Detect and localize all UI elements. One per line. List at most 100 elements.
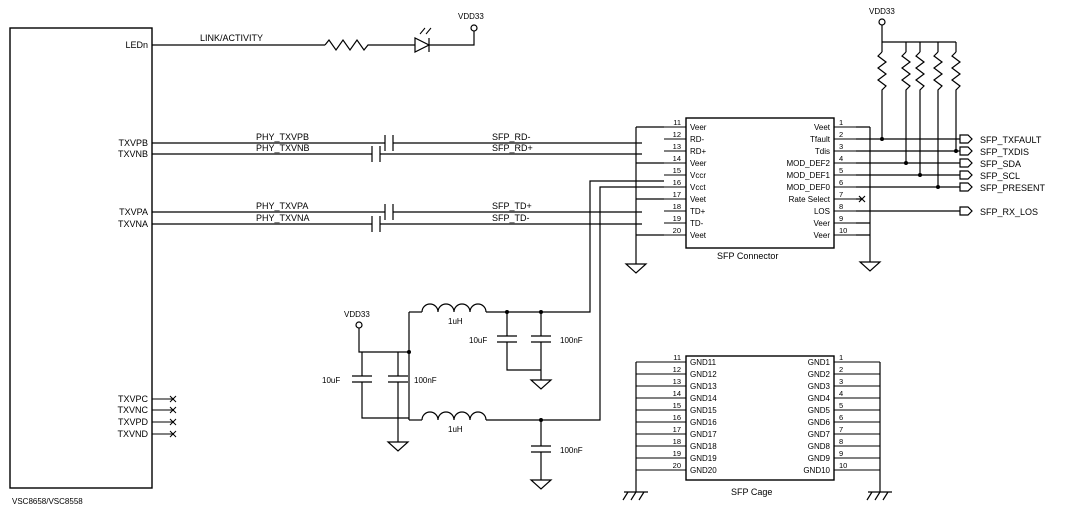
chassis-ground-icon xyxy=(866,491,892,501)
pin-number: 14 xyxy=(673,389,681,398)
pin-number: 10 xyxy=(839,226,847,235)
pin-number: 20 xyxy=(673,461,681,470)
pin-number: 1 xyxy=(839,353,843,362)
ground-icon xyxy=(529,379,553,390)
pin-name: RD- xyxy=(690,135,705,144)
pin-name: GND3 xyxy=(808,382,831,391)
sfp-connector-title: SFP Connector xyxy=(717,251,778,261)
phy-pin-txvpb: TXVPB xyxy=(118,138,148,148)
pin-name: MOD_DEF0 xyxy=(786,183,830,192)
vdd-pullup-label: VDD33 xyxy=(869,7,895,16)
pin-number: 12 xyxy=(673,130,681,139)
pin-name: MOD_DEF2 xyxy=(786,159,830,168)
flag-sfp-present: SFP_PRESENT xyxy=(980,183,1046,193)
pin-number: 15 xyxy=(673,166,681,175)
net-link-activity: LINK/ACTIVITY xyxy=(200,33,263,43)
pin-name: GND11 xyxy=(690,358,717,367)
ground-icon xyxy=(529,479,553,490)
cap-mid-big-label: 10uF xyxy=(469,336,487,345)
pin-name: GND7 xyxy=(808,430,831,439)
pin-name: MOD_DEF1 xyxy=(786,171,830,180)
pin-name: Rate Select xyxy=(789,195,831,204)
sfp-cage-left-pins: 11GND1112GND1213GND1314GND1415GND1516GND… xyxy=(636,353,717,475)
pin-name: GND5 xyxy=(808,406,831,415)
pin-name: RD+ xyxy=(690,147,707,156)
net-sfp-td-minus: SFP_TD- xyxy=(492,213,530,223)
pin-number: 8 xyxy=(839,437,843,446)
pin-name: Veet xyxy=(690,231,707,240)
pin-name: GND10 xyxy=(803,466,830,475)
no-connect-marks xyxy=(152,395,177,438)
pin-name: GND15 xyxy=(690,406,717,415)
pin-name: GND9 xyxy=(808,454,831,463)
pin-number: 2 xyxy=(839,130,843,139)
pin-number: 8 xyxy=(839,202,843,211)
pin-number: 4 xyxy=(839,389,843,398)
phy-pin-txvnc: TXVNC xyxy=(117,405,148,415)
pin-number: 14 xyxy=(673,154,681,163)
pin-number: 5 xyxy=(839,401,843,410)
inductor-upper xyxy=(421,303,487,313)
flag-sfp-rx-los: SFP_RX_LOS xyxy=(980,207,1038,217)
pin-name: GND8 xyxy=(808,442,831,451)
vdd-filter-label: VDD33 xyxy=(344,310,370,319)
cap-left-big-label: 10uF xyxy=(322,376,340,385)
pin-number: 6 xyxy=(839,178,843,187)
pin-name: Tfault xyxy=(810,135,831,144)
led-resistor xyxy=(324,38,415,52)
pin-number: 4 xyxy=(839,154,843,163)
pin-name: GND17 xyxy=(690,430,717,439)
pin-name: TD+ xyxy=(690,207,706,216)
pin-number: 19 xyxy=(673,214,681,223)
sfp-connector-body xyxy=(685,117,835,249)
led-chain: LINK/ACTIVITY VDD33 xyxy=(152,12,484,53)
net-sfp-td-plus: SFP_TD+ xyxy=(492,201,532,211)
flag-sfp-scl: SFP_SCL xyxy=(980,171,1020,181)
pin-number: 16 xyxy=(673,413,681,422)
pullup-bank: VDD33 xyxy=(856,7,961,212)
pin-number: 11 xyxy=(673,118,681,127)
pin-name: Veer xyxy=(814,231,831,240)
sfp-connector-right-pins: 1Veet2Tfault3Tdis4MOD_DEF25MOD_DEF16MOD_… xyxy=(786,118,856,240)
vdd-led-terminal xyxy=(470,24,478,32)
phy-pin-txvnd: TXVND xyxy=(117,429,148,439)
pin-number: 13 xyxy=(673,377,681,386)
pin-number: 6 xyxy=(839,413,843,422)
pin-name: Veer xyxy=(690,159,707,168)
pin-number: 3 xyxy=(839,142,843,151)
tx-a-pair: PHY_TXVPA PHY_TXVNA SFP_TD+ SFP_TD- xyxy=(152,201,642,232)
pin-name: GND6 xyxy=(808,418,831,427)
inductor-upper-label: 1uH xyxy=(448,317,463,326)
inductor-lower-label: 1uH xyxy=(448,425,463,434)
phy-pin-txvpa: TXVPA xyxy=(119,207,148,217)
pin-number: 11 xyxy=(673,353,681,362)
pin-number: 7 xyxy=(839,425,843,434)
pin-name: Veet xyxy=(690,195,707,204)
phy-chip-body xyxy=(9,27,153,489)
pin-name: Tdis xyxy=(815,147,830,156)
